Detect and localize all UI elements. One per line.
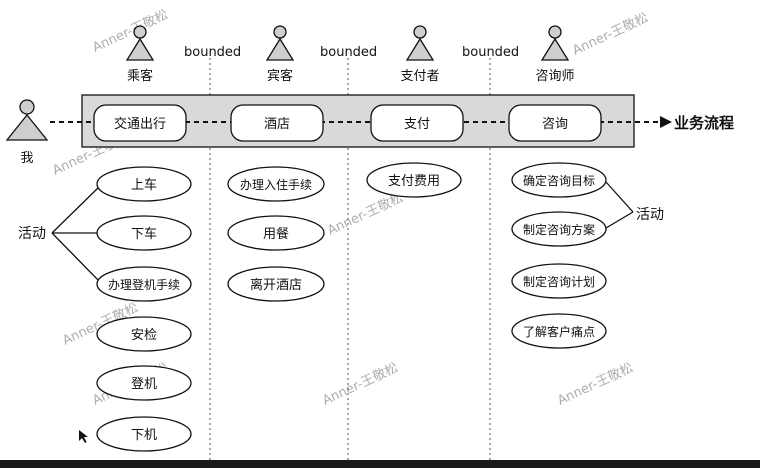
actor-body xyxy=(405,37,435,61)
activity-ellipse xyxy=(96,166,192,202)
actor-label: 我 xyxy=(20,151,33,166)
actor-head xyxy=(273,25,287,39)
flow-step: 咨询 xyxy=(508,104,602,142)
watermark: Anner-王敬松 xyxy=(555,360,636,409)
watermark: Anner-王敬松 xyxy=(90,7,171,56)
actor-consultant: 咨询师 xyxy=(535,25,575,84)
actor-label: 宾客 xyxy=(267,68,293,84)
activity-hotel: 用餐 xyxy=(227,215,325,251)
activity-transport: 下车 xyxy=(96,215,192,251)
activity-label: 制定咨询方案 xyxy=(523,222,595,237)
bottom-edge-bar xyxy=(0,460,760,468)
activity-transport: 办理登机手续 xyxy=(96,266,192,302)
actor-head xyxy=(413,25,427,39)
activity-label: 下机 xyxy=(131,428,157,443)
activity-consulting: 制定咨询方案 xyxy=(511,211,607,247)
activity-consulting: 确定咨询目标 xyxy=(511,162,607,198)
actor-label: 咨询师 xyxy=(535,69,574,84)
flow-step: 交通出行 xyxy=(93,104,187,142)
actor-body xyxy=(5,113,49,141)
activity-label-right: 活动 xyxy=(636,207,664,223)
bounded-label: bounded xyxy=(184,45,241,60)
bounded-label: bounded xyxy=(462,45,519,60)
activity-ellipse xyxy=(96,416,192,452)
activity-connectors-left xyxy=(51,185,101,283)
activity-ellipse xyxy=(511,211,607,247)
activity-transport: 登机 xyxy=(96,365,192,401)
flow-step-label: 交通出行 xyxy=(114,116,166,132)
actor-label: 支付者 xyxy=(400,69,439,84)
actor-me: 我 xyxy=(5,99,49,166)
business-flow-label: 业务流程 xyxy=(674,114,734,132)
activity-ellipse xyxy=(511,313,607,349)
flow-step-label: 咨询 xyxy=(542,117,568,132)
activity-ellipse xyxy=(96,266,192,302)
actor-body xyxy=(125,37,155,61)
flow-step-label: 支付 xyxy=(404,117,430,132)
activity-ellipse xyxy=(366,162,462,198)
mouse-pointer-icon xyxy=(79,430,88,443)
activity-label: 办理登机手续 xyxy=(108,277,180,292)
activity-ellipse xyxy=(227,215,325,251)
connector-line xyxy=(51,232,101,283)
flow-step-box xyxy=(230,104,324,142)
activity-ellipse xyxy=(511,162,607,198)
activity-hotel: 离开酒店 xyxy=(227,266,325,302)
activity-label: 上车 xyxy=(131,177,157,193)
bounded-label: bounded xyxy=(320,45,377,60)
activity-payment: 支付费用 xyxy=(366,162,462,198)
watermark: Anner-王敬松 xyxy=(325,190,406,239)
activity-consulting: 了解客户痛点 xyxy=(511,313,607,349)
flow-step-box xyxy=(508,104,602,142)
flow-step-box xyxy=(370,104,464,142)
connector-line xyxy=(605,211,634,229)
flow-step: 酒店 xyxy=(230,104,324,142)
activity-ellipse xyxy=(96,316,192,352)
activity-ellipse xyxy=(511,263,607,299)
actor-head xyxy=(19,99,35,115)
activity-label: 制定咨询计划 xyxy=(523,274,595,289)
connector-line xyxy=(51,185,101,234)
activity-ellipse xyxy=(227,166,325,202)
activity-ellipse xyxy=(227,266,325,302)
activity-connectors-right xyxy=(605,181,634,229)
activity-ellipse xyxy=(96,365,192,401)
actor-head xyxy=(133,25,147,39)
flow-step: 支付 xyxy=(370,104,464,142)
activity-label: 确定咨询目标 xyxy=(523,173,595,188)
flow-step-label: 酒店 xyxy=(264,117,290,132)
activity-transport: 下机 xyxy=(96,416,192,452)
activity-hotel: 办理入住手续 xyxy=(227,166,325,202)
activity-ellipse xyxy=(96,215,192,251)
watermark: Anner-王敬松 xyxy=(320,360,401,409)
flow-arrow-icon xyxy=(660,116,672,128)
activity-label: 登机 xyxy=(131,377,157,392)
activity-label: 安检 xyxy=(131,328,157,343)
actor-body xyxy=(265,37,295,61)
actor-payer: 支付者 xyxy=(400,25,440,84)
activity-label: 支付费用 xyxy=(388,174,440,189)
activity-consulting: 制定咨询计划 xyxy=(511,263,607,299)
activity-label: 下车 xyxy=(131,226,157,242)
activity-label: 了解客户痛点 xyxy=(523,324,595,339)
watermark: Anner-王敬松 xyxy=(570,10,651,59)
actor-head xyxy=(548,25,562,39)
actor-guest: 宾客 xyxy=(265,25,295,84)
activity-label-left: 活动 xyxy=(18,226,46,242)
actor-passenger: 乘客 xyxy=(125,25,155,84)
actor-label: 乘客 xyxy=(127,68,153,84)
activity-label: 办理入住手续 xyxy=(240,177,312,192)
connector-line xyxy=(605,181,634,213)
actor-body xyxy=(540,37,570,61)
activity-label: 离开酒店 xyxy=(250,277,302,293)
activity-label: 用餐 xyxy=(263,226,289,242)
activity-transport: 上车 xyxy=(96,166,192,202)
activity-transport: 安检 xyxy=(96,316,192,352)
flow-step-box xyxy=(93,104,187,142)
